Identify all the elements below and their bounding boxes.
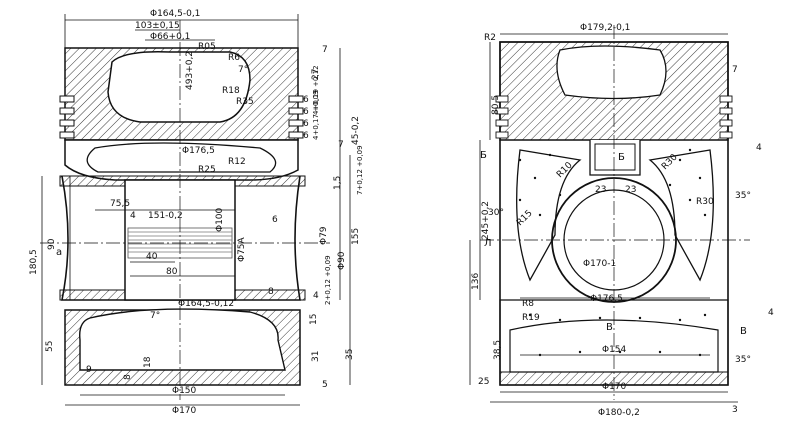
dim-radius-r8: R8 — [522, 299, 534, 309]
dim-radius-r12: R12 — [228, 157, 246, 167]
dim-bowl-diameter: Φ66+0,1 — [150, 32, 190, 42]
dim-len-40: 40 — [146, 252, 158, 262]
roughness-7: 7 — [322, 45, 328, 55]
roughness-4: 4 — [130, 211, 136, 221]
dim-pin-dia-75a: Φ75А — [237, 236, 247, 262]
dim-skirt-dia: Φ176,5 — [590, 294, 623, 304]
dim-len-80: 80 — [166, 267, 178, 277]
dim-radius-r2: R2 — [484, 33, 496, 43]
label-v-right: В — [740, 326, 747, 337]
dim-height-180-5: 180,5 — [29, 249, 39, 275]
dim-height-136: 136 — [471, 273, 481, 290]
dim-inner-154: Φ154 — [602, 345, 627, 355]
left-section-view: Φ164,5-0,1 103±0,15 Φ66+0,1 R05 R6 7° R1… — [29, 9, 364, 416]
dim-radius-r25: R25 — [198, 165, 216, 175]
dim-tol-4: 4 — [313, 291, 319, 301]
label-l: Л — [484, 238, 492, 249]
dim-pin-dia-90: Φ90 — [337, 251, 347, 270]
label-v: В — [606, 322, 613, 333]
dim-tol-8: 8 — [268, 287, 274, 297]
dim-height-45: 45-0,2 — [351, 116, 361, 145]
dim-angle-7b: 7° — [150, 311, 160, 321]
roughness-5: 5 — [322, 380, 328, 390]
dim-top-diameter-right: Φ179,2-0,1 — [580, 23, 630, 33]
dim-ring-width-d: 6 — [303, 131, 309, 141]
dim-groove-dim: 7+0,12 +0,09 — [356, 145, 364, 195]
dim-ring-width-c: 6 — [303, 119, 309, 129]
left-combustion-bowl — [107, 50, 251, 123]
dim-len-8: 8 — [123, 374, 133, 380]
dim-bottom-170: Φ170 — [602, 382, 627, 392]
dim-height-31: 31 — [311, 351, 321, 362]
dim-height-55: 55 — [45, 341, 55, 352]
dim-radius-r18: R18 — [222, 86, 240, 96]
dim-ring-width-a: 6 — [303, 95, 309, 105]
dim-angle-30: 30° — [488, 208, 504, 218]
dim-radius-r30b: R30 — [696, 197, 714, 207]
dim-outer-diameter: Φ170 — [172, 406, 197, 416]
dim-ring-groove-1: 4+0,19 +0,12 — [312, 65, 320, 115]
roughness-4-right: 4 — [756, 143, 762, 153]
dim-radius-r6: R6 — [228, 53, 240, 63]
dim-angle-7: 7° — [238, 65, 248, 75]
dim-height-35: 35 — [345, 349, 355, 360]
dim-skirt-diameter: Φ164,5-0,12 — [178, 299, 234, 309]
dim-pin-dia-79: Φ79 — [319, 226, 329, 245]
dim-height-245: 245+0,2 — [481, 201, 491, 240]
dim-height-15: 1,5 — [333, 176, 343, 190]
dim-height-155: 155 — [351, 228, 361, 245]
dim-bottom-diameter: Φ150 — [172, 386, 197, 396]
right-section-view: R2 Φ179,2-0,1 80,5 R30 R10 23 23 Б Б 245… — [469, 23, 774, 418]
dim-height-38-5: 38,5 — [493, 340, 503, 360]
dim-radius-r35: R35 — [236, 97, 254, 107]
dim-bore-diameter: Φ170-1 — [583, 259, 616, 269]
dim-bottom-180: Φ180-0,2 — [598, 408, 640, 418]
roughness-9: 9 — [86, 365, 92, 375]
section-label-b-top: Б — [480, 150, 487, 161]
dim-height-80-5: 80,5 — [491, 95, 501, 115]
dim-bowl-offset: 103±0,15 — [135, 21, 180, 31]
dim-height-493: 493+0,2 — [185, 51, 195, 90]
dim-angle-35: 35° — [735, 191, 751, 201]
roughness-a: 7 — [338, 140, 344, 150]
dim-radius-r15: R15 — [515, 209, 535, 229]
dim-len-18: 18 — [143, 356, 153, 368]
dim-groove-2-side: 2+0,12 +0,09 — [324, 255, 332, 305]
left-ring-grooves — [59, 95, 304, 139]
dim-width-23b: 23 — [625, 185, 636, 195]
dim-height-27: 27 — [311, 69, 321, 80]
dim-width-23a: 23 — [595, 185, 606, 195]
dim-inner-diameter: Φ176,5 — [182, 146, 215, 156]
dim-ring-width-b: 6 — [303, 107, 309, 117]
dim-radius-r05: R05 — [198, 42, 216, 52]
dim-height-15b: 15 — [309, 314, 319, 325]
casting-dots — [518, 148, 707, 357]
roughness-7-right: 7 — [732, 65, 738, 75]
dim-radius-r10: R10 — [555, 160, 575, 180]
dim-len-75-5: 75,5 — [110, 199, 130, 209]
roughness-4b-right: 4 — [768, 308, 774, 318]
dim-top-diameter: Φ164,5-0,1 — [150, 9, 200, 19]
label-a: а — [56, 247, 62, 258]
dim-len-151: 151-0,2 — [148, 211, 183, 221]
dim-ring-groove-2: 4+0,17 +0,09 — [312, 90, 320, 140]
dim-height-90: 90 — [47, 238, 57, 250]
roughness-3-right: 3 — [732, 405, 738, 415]
section-label-b-right: Б — [618, 152, 625, 163]
dim-pin-dia-100: Φ100 — [215, 207, 225, 232]
dim-radius-r19: R19 — [522, 313, 540, 323]
dim-height-25: 25 — [478, 377, 489, 387]
dim-angle-35b: 35° — [735, 355, 751, 365]
dim-len-6: 6 — [272, 215, 278, 225]
